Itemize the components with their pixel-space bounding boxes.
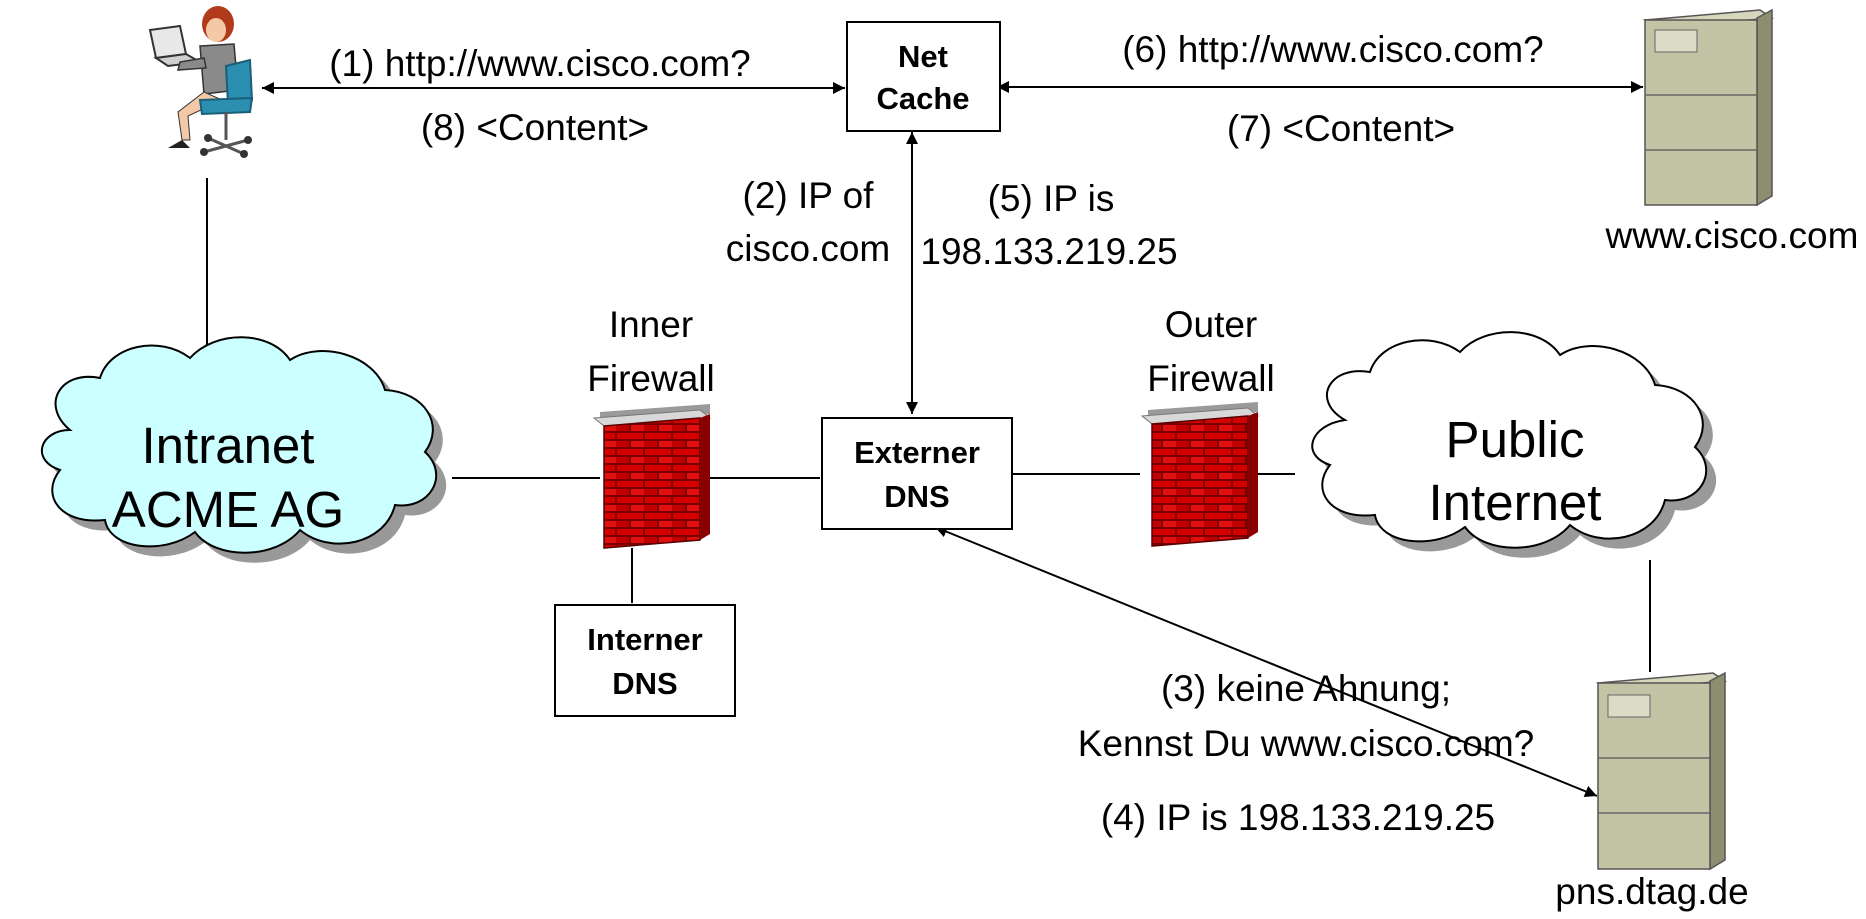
interner-dns-node: Interner DNS [554, 604, 736, 717]
externer-dns-label-line2: DNS [884, 479, 949, 514]
public-cloud-label-line2: Internet [1429, 474, 1602, 531]
step-3-label-line1: (3) keine Ahnung; [1161, 668, 1451, 709]
step-1-label: (1) http://www.cisco.com? [329, 43, 751, 84]
intranet-cloud-label-line2: ACME AG [112, 481, 344, 538]
intranet-cloud: Intranet ACME AG [40, 336, 447, 563]
interner-dns-label-line2: DNS [612, 666, 677, 701]
public-cloud-label-line1: Public [1446, 411, 1585, 468]
inner-firewall-icon [592, 404, 712, 549]
step-5-label-line2: 198.133.219.25 [920, 231, 1177, 272]
net-cache-node: Net Cache [846, 21, 1001, 132]
inner-firewall-label-line2: Firewall [587, 358, 714, 399]
public-internet-cloud: Public Internet [1311, 331, 1717, 558]
cisco-server-icon [1642, 8, 1775, 207]
intranet-cloud-label-line1: Intranet [142, 417, 315, 474]
step-6-label: (6) http://www.cisco.com? [1122, 29, 1544, 70]
externer-dns-node: Externer DNS [821, 417, 1013, 530]
user-at-laptop-icon [148, 6, 254, 158]
dtag-server-icon [1595, 671, 1728, 871]
step-3-label-line2: Kennst Du www.cisco.com? [1078, 723, 1535, 764]
step-5-label-line1: (5) IP is [988, 178, 1115, 219]
arrow-externer-dns-dtag [934, 525, 1598, 798]
step-2-label-line1: (2) IP of [743, 175, 875, 216]
inner-firewall-label-line1: Inner [609, 304, 693, 345]
outer-firewall-label-line2: Firewall [1147, 358, 1274, 399]
net-cache-label-line1: Net [898, 39, 948, 74]
net-cache-label-line2: Cache [876, 81, 969, 116]
externer-dns-label-line1: Externer [854, 435, 980, 470]
step-8-label: (8) <Content> [421, 107, 649, 148]
cisco-server-label: www.cisco.com [1605, 215, 1859, 256]
outer-firewall-icon [1140, 402, 1260, 547]
step-7-label: (7) <Content> [1227, 108, 1455, 149]
outer-firewall-label-line1: Outer [1165, 304, 1258, 345]
step-2-label-line2: cisco.com [726, 228, 890, 269]
step-4-label: (4) IP is 198.133.219.25 [1101, 797, 1495, 838]
interner-dns-label-line1: Interner [587, 622, 702, 657]
dtag-server-label: pns.dtag.de [1555, 871, 1748, 912]
